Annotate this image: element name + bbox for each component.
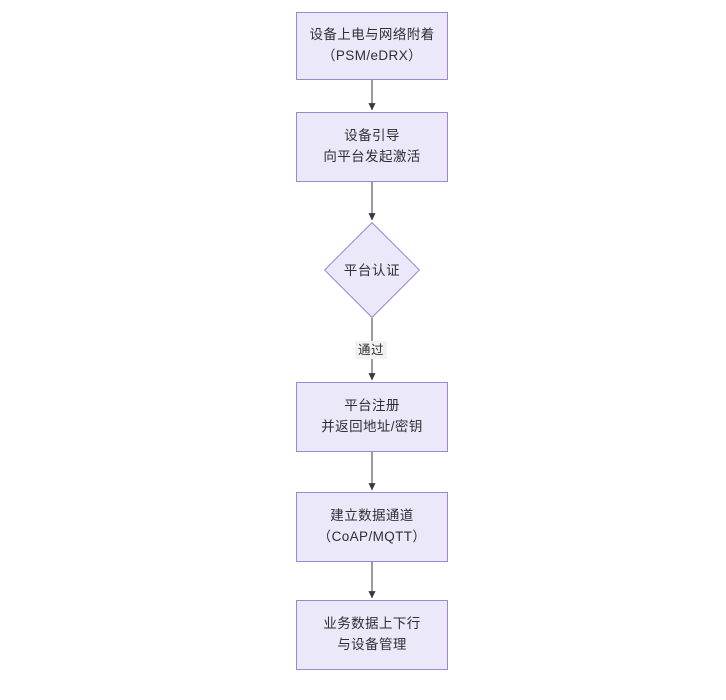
node-bootstrap[interactable]: 设备引导 向平台发起激活 — [296, 112, 448, 182]
node-register-line2: 并返回地址/密钥 — [321, 419, 423, 434]
node-bootstrap-line2: 向平台发起激活 — [323, 149, 421, 164]
node-service-line2: 与设备管理 — [337, 637, 407, 652]
edge-label-pass: 通过 — [355, 341, 388, 360]
node-auth-label: 平台认证 — [343, 263, 401, 278]
node-service[interactable]: 业务数据上下行 与设备管理 — [296, 600, 448, 670]
node-power-on[interactable]: 设备上电与网络附着 （PSM/eDRX） — [296, 12, 448, 80]
node-bootstrap-line1: 设备引导 — [344, 128, 400, 144]
node-register[interactable]: 平台注册 并返回地址/密钥 — [296, 382, 448, 452]
node-register-line1: 平台注册 — [344, 398, 400, 414]
node-channel[interactable]: 建立数据通道 （CoAP/MQTT） — [296, 492, 448, 562]
node-power-on-line1: 设备上电与网络附着 — [309, 27, 435, 43]
node-channel-line1: 建立数据通道 — [330, 508, 414, 524]
node-service-line1: 业务数据上下行 — [323, 616, 421, 632]
node-channel-line2: （CoAP/MQTT） — [317, 529, 427, 544]
node-power-on-line2: （PSM/eDRX） — [321, 48, 423, 63]
